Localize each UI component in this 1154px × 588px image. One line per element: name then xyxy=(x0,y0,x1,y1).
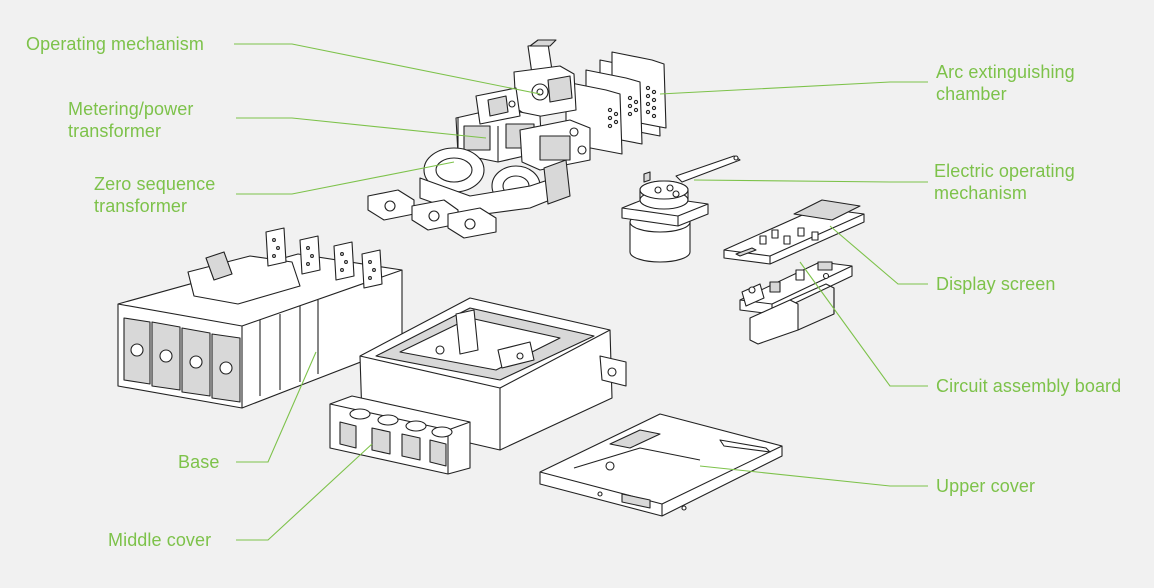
label-text: Upper cover xyxy=(936,476,1036,496)
electric-operating-motor xyxy=(621,155,741,263)
label-operating-mechanism: Operating mechanism xyxy=(26,33,204,55)
label-electric-operating-mechanism: Electric operating mechanism xyxy=(934,160,1075,204)
label-circuit-assembly-board: Circuit assembly board xyxy=(936,375,1121,397)
label-text: Operating mechanism xyxy=(26,34,204,54)
label-base: Base xyxy=(178,451,219,473)
label-text-line2: transformer xyxy=(68,121,162,141)
label-text: Display screen xyxy=(936,274,1056,294)
label-text: Circuit assembly board xyxy=(936,376,1122,396)
label-text-line1: Metering/power xyxy=(68,99,194,119)
leader-lines xyxy=(234,43,928,541)
label-arc-extinguishing-chamber: Arc extinguishing chamber xyxy=(936,61,1075,105)
label-middle-cover: Middle cover xyxy=(108,529,211,551)
upper-cover-panel xyxy=(539,413,783,517)
middle-cover-housing xyxy=(329,297,627,475)
label-text-line1: Arc extinguishing xyxy=(936,62,1075,82)
label-text: Middle cover xyxy=(108,530,212,550)
label-text-line1: Electric operating xyxy=(934,161,1075,181)
circuit-board-assembly xyxy=(723,199,865,345)
base-housing xyxy=(117,227,403,409)
label-zero-sequence-transformer: Zero sequence transformer xyxy=(94,173,215,217)
arc-chamber-assembly xyxy=(367,39,667,239)
label-text: Base xyxy=(178,452,220,472)
label-display-screen: Display screen xyxy=(936,273,1055,295)
label-upper-cover: Upper cover xyxy=(936,475,1035,497)
label-text-line2: mechanism xyxy=(934,183,1027,203)
label-text-line2: transformer xyxy=(94,196,188,216)
label-text-line2: chamber xyxy=(936,84,1007,104)
label-text-line1: Zero sequence xyxy=(94,174,216,194)
label-metering-power-transformer: Metering/power transformer xyxy=(68,98,193,142)
